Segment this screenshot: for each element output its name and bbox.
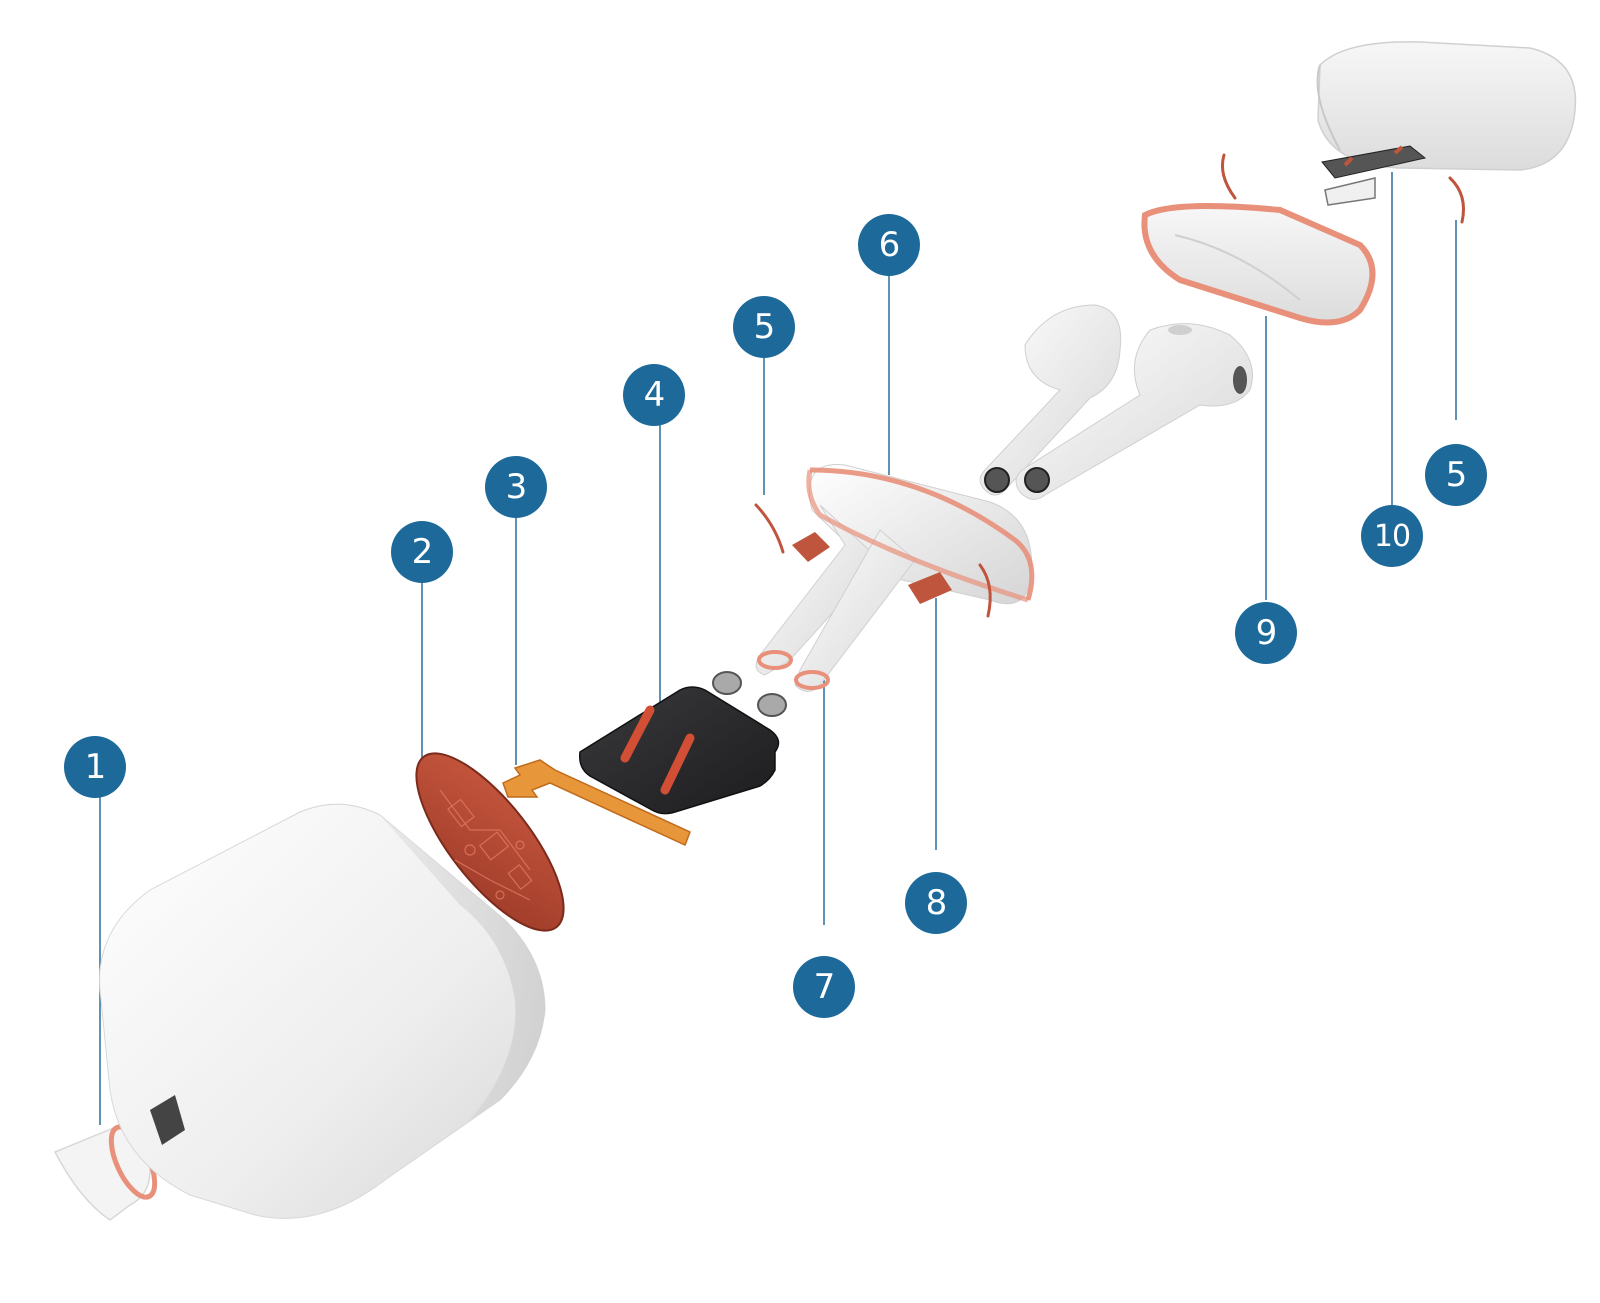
callout-7: 7 [793,956,855,1018]
lid-part [1316,41,1577,224]
callout-2: 2 [391,521,453,583]
callout-9: 9 [1235,602,1297,664]
earbud-icon [979,304,1253,500]
leader-lines [99,172,1457,1125]
flex-cable-part [502,759,691,847]
magnet-icon [712,671,787,717]
lid-insert-part [1141,153,1376,326]
callout-3: 3 [485,456,547,518]
callout-4: 4 [623,364,685,426]
pcb-part [415,752,565,932]
callout-1: 1 [64,736,126,798]
callout-10: 10 [1361,505,1423,567]
callout-6: 6 [858,214,920,276]
callout-5b: 5 [1425,444,1487,506]
battery-part [578,686,780,815]
earbud-holder-part [754,464,1035,692]
callout-5a: 5 [733,296,795,358]
callout-8: 8 [905,872,967,934]
charging-case-body [99,803,546,1219]
